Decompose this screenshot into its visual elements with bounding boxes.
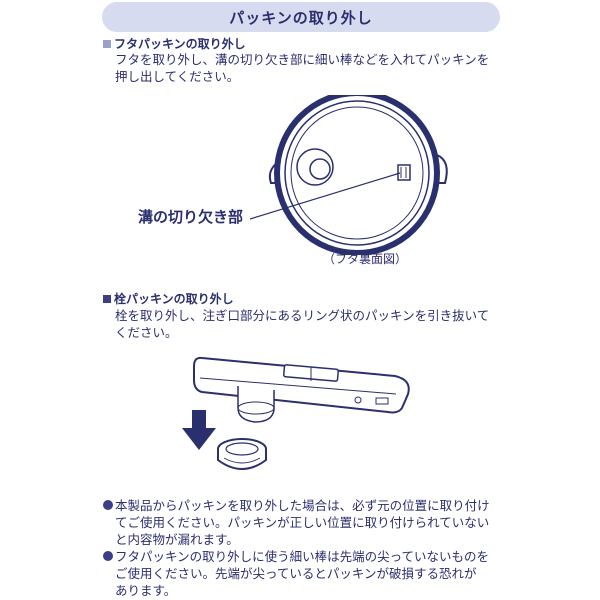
lid-packing-groove xyxy=(290,106,424,240)
stopper-packing-heading-text: 栓パッキンの取り外し xyxy=(114,292,234,306)
note-line: 本製品からパッキンを取り外した場合は、必ず元の位置に取り付け xyxy=(115,498,490,513)
note-line: と内容物が漏れます。 xyxy=(115,532,239,547)
note-line: てご使用ください。パッキンが正しい位置に取り付けられていない xyxy=(115,515,490,530)
note-tool-caution: フタパッキンの取り外しに使う細い棒は先端の尖っていないものを ご使用ください。先… xyxy=(103,548,503,599)
notch-label: 溝の切り欠き部 xyxy=(138,208,244,226)
instruction-line: フタを取り外し、溝の切り欠き部に細い棒などを入れてパッキンを xyxy=(115,52,490,67)
note-line: フタパッキンの取り外しに使う細い棒は先端の尖っていないものを xyxy=(115,549,490,564)
round-bullet-icon xyxy=(103,551,113,561)
square-bullet-icon xyxy=(103,294,111,303)
lid-packing-instructions: フタを取り外し、溝の切り欠き部に細い棒などを入れてパッキンを 押し出してください… xyxy=(115,51,505,85)
spout-inner xyxy=(309,158,331,180)
stopper-packing-heading: 栓パッキンの取り外し xyxy=(103,290,234,307)
note-text: 本製品からパッキンを取り外した場合は、必ず元の位置に取り付け てご使用ください。… xyxy=(115,497,503,548)
note-text: フタパッキンの取り外しに使う細い棒は先端の尖っていないものを ご使用ください。先… xyxy=(115,548,503,599)
note-reinstall: 本製品からパッキンを取り外した場合は、必ず元の位置に取り付け てご使用ください。… xyxy=(103,497,503,548)
pin-hole xyxy=(354,396,362,404)
lid-packing-heading-text: フタパッキンの取り外し xyxy=(114,37,246,51)
instruction-line: 栓を取り外し、注ぎ口部分にあるリング状のパッキンを引き抜いて xyxy=(115,308,490,323)
ring-packing-hole xyxy=(225,442,259,456)
note-line: あります。 xyxy=(115,583,177,598)
lid-packing-heading: フタパッキンの取り外し xyxy=(103,35,246,52)
stopper-packing-instructions: 栓を取り外し、注ぎ口部分にあるリング状のパッキンを引き抜いて ください。 xyxy=(115,307,505,341)
lid-caption: （フタ裏面図） xyxy=(323,252,408,266)
instruction-line: 押し出してください。 xyxy=(115,69,240,84)
ring-packing-side xyxy=(217,449,267,470)
round-bullet-icon xyxy=(103,500,113,510)
latch-detail xyxy=(375,397,389,405)
section-header: パッキンの取り外し xyxy=(102,2,500,32)
notch-leader-line xyxy=(250,172,401,220)
ring-packing-ridge xyxy=(223,457,261,464)
square-bullet-icon xyxy=(103,39,111,48)
stopper-diagram xyxy=(193,356,410,470)
instruction-line: ください。 xyxy=(115,325,178,340)
note-line: ご使用ください。先端が尖っているとパッキンが破損する恐れが xyxy=(115,566,477,581)
down-arrow-icon xyxy=(182,410,216,450)
stopper-edge-line xyxy=(199,377,397,395)
spout-lip xyxy=(237,401,275,415)
lid-underside-diagram xyxy=(268,95,448,255)
page-title: パッキンの取り外し xyxy=(229,8,373,27)
